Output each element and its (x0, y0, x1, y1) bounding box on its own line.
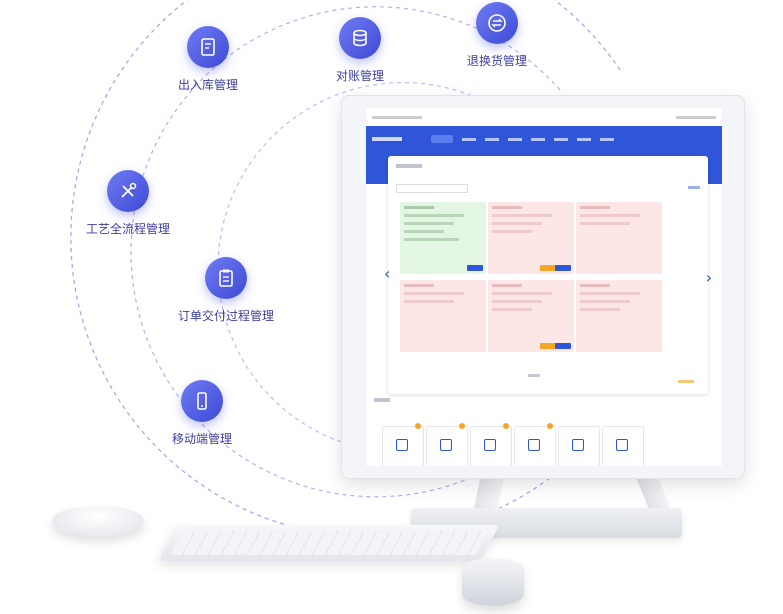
quick-tile[interactable] (558, 426, 600, 466)
feature-label: 移动端管理 (172, 432, 233, 446)
monitor-screen: ‹ › (366, 108, 722, 466)
more-link[interactable] (678, 380, 694, 383)
blurred-logo (372, 137, 402, 141)
blurred-text (492, 222, 542, 225)
feature-reconciliation: 对账管理 (336, 17, 384, 84)
feature-process-flow: 工艺全流程管理 (86, 170, 170, 237)
order-card[interactable] (400, 280, 486, 352)
feature-label: 退换货管理 (467, 54, 528, 68)
feature-inbound-outbound: 出入库管理 (178, 26, 238, 93)
order-card[interactable] (400, 202, 486, 274)
blurred-text (492, 300, 542, 303)
chevron-right-icon[interactable]: › (705, 268, 712, 287)
clipboard-icon (205, 257, 247, 299)
quick-tile[interactable] (602, 426, 644, 466)
blurred-text (404, 206, 434, 209)
order-card[interactable] (488, 202, 574, 274)
mouse (52, 506, 144, 536)
card-action-button[interactable] (467, 265, 483, 271)
blurred-panel-title (396, 164, 422, 168)
feature-order-delivery: 订单交付过程管理 (178, 257, 274, 324)
feature-label: 对账管理 (336, 69, 385, 83)
feature-label: 订单交付过程管理 (178, 309, 275, 323)
document-edit-icon (187, 26, 229, 68)
panel-link[interactable] (688, 186, 700, 189)
quick-tile[interactable] (382, 423, 424, 466)
dial-accessory (462, 558, 524, 606)
blurred-text (404, 230, 444, 233)
chevron-left-icon[interactable]: ‹ (384, 264, 391, 283)
blurred-text (404, 300, 454, 303)
card-action-button[interactable] (555, 265, 571, 271)
nav-item[interactable] (554, 137, 568, 141)
pager[interactable] (528, 374, 540, 377)
mobile-phone-icon (181, 380, 223, 422)
blurred-text (492, 284, 522, 287)
nav-item[interactable] (508, 137, 522, 141)
nav-item[interactable] (531, 137, 545, 141)
blurred-text (580, 214, 640, 217)
feature-returns: 退换货管理 (467, 2, 527, 69)
blurred-text (372, 115, 422, 119)
exchange-icon (476, 2, 518, 44)
card-action-button[interactable] (540, 265, 556, 271)
blurred-text (580, 284, 610, 287)
blurred-text (676, 115, 716, 119)
blurred-text (404, 292, 464, 295)
quick-tile[interactable] (470, 423, 512, 466)
blurred-text (580, 300, 630, 303)
feature-label: 出入库管理 (178, 78, 239, 92)
blurred-text (404, 238, 459, 241)
nav-item[interactable] (485, 137, 499, 141)
nav-item[interactable] (577, 137, 591, 141)
quick-tile[interactable] (426, 423, 468, 466)
blurred-text (580, 206, 610, 209)
blurred-text (492, 308, 532, 311)
screen-topbar (366, 108, 722, 126)
order-card[interactable] (576, 280, 662, 352)
blurred-text (404, 284, 434, 287)
quick-tile[interactable] (514, 423, 556, 466)
feature-mobile: 移动端管理 (172, 380, 232, 447)
tools-icon (107, 170, 149, 212)
card-action-button[interactable] (540, 343, 556, 349)
blurred-text (404, 222, 454, 225)
nav-item[interactable] (462, 137, 476, 141)
keyboard (158, 525, 500, 561)
blurred-text (492, 292, 552, 295)
blurred-text (492, 206, 522, 209)
blurred-section-title (374, 398, 390, 402)
blurred-text (404, 214, 464, 217)
content-panel: ‹ › (384, 156, 712, 394)
nav-item[interactable] (600, 137, 614, 141)
blurred-text (580, 308, 620, 311)
coin-stack-icon (339, 17, 381, 59)
blurred-text (580, 292, 640, 295)
blurred-text (580, 222, 630, 225)
feature-label: 工艺全流程管理 (86, 222, 171, 236)
nav-item-active[interactable] (431, 135, 453, 143)
blurred-text (492, 230, 532, 233)
blurred-text (492, 214, 552, 217)
order-card[interactable] (576, 202, 662, 274)
screen-navbar (366, 126, 722, 152)
card-action-button[interactable] (555, 343, 571, 349)
order-card[interactable] (488, 280, 574, 352)
filter-select[interactable] (396, 184, 468, 193)
